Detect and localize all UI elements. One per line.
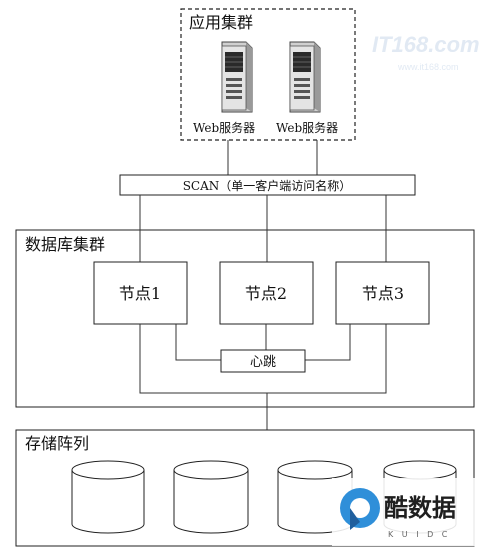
heartbeat-line (305, 324, 351, 361)
node-3-label: 节点3 (362, 284, 404, 303)
server-tower-icon (221, 41, 253, 113)
node-2-box (219, 261, 314, 325)
heartbeat-line (175, 324, 221, 361)
server-1-label: Web服务器 (193, 120, 255, 135)
kuidc-logo: 酷数据 K U I D C (332, 478, 478, 546)
heartbeat-label: 心跳 (250, 355, 276, 370)
disk-cylinder-icon (71, 460, 145, 534)
heartbeat-box (220, 349, 306, 373)
node-1-label: 节点1 (119, 284, 161, 303)
app-cluster-box (180, 8, 356, 141)
logo-text: 酷数据 (384, 494, 456, 522)
db-cluster-box (15, 229, 475, 408)
app-cluster-title: 应用集群 (189, 13, 253, 32)
server-2: Web服务器 (276, 41, 338, 135)
watermark-url: www.it168.com (397, 62, 459, 72)
watermark-text: IT168.com (372, 32, 480, 57)
disk-1 (71, 460, 145, 534)
node-3-box (335, 261, 430, 325)
disk-2 (173, 460, 249, 534)
logo-mark-icon (340, 488, 380, 530)
storage-bus-line (139, 324, 387, 394)
server-2-label: Web服务器 (276, 120, 338, 135)
server-1: Web服务器 (193, 41, 255, 135)
node-2-label: 节点2 (245, 284, 287, 303)
db-cluster-title: 数据库集群 (25, 235, 105, 254)
logo-subtext: K U I D C (388, 530, 450, 539)
server-tower-icon (289, 41, 321, 113)
scan-label: SCAN（单一客户端访问名称） (183, 178, 352, 193)
storage-title: 存储阵列 (25, 434, 89, 453)
watermark-it168: IT168.com www.it168.com (372, 32, 480, 72)
disk-cylinder-icon (173, 460, 249, 534)
